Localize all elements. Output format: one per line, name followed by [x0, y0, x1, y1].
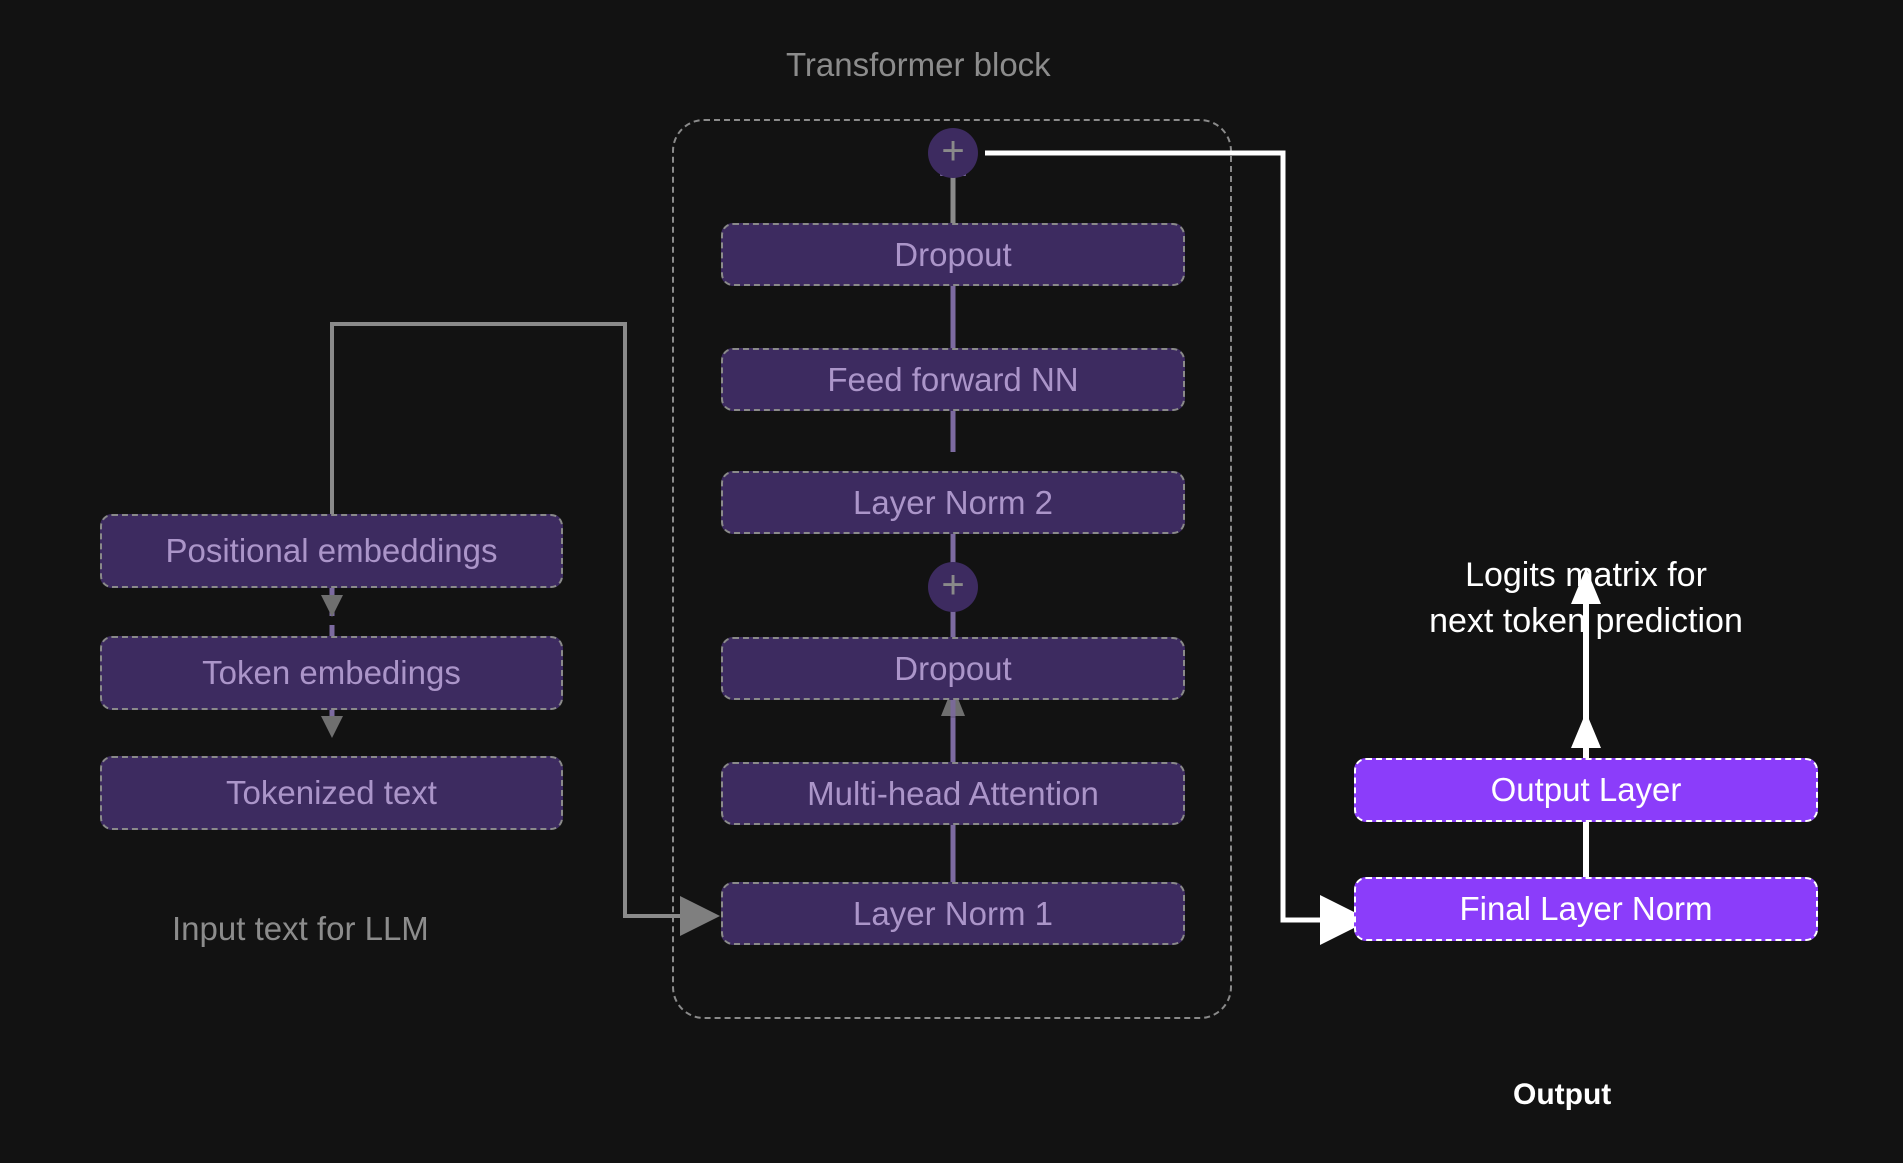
block-feed-forward-nn[interactable]: Feed forward NN — [721, 348, 1185, 411]
wire-transformer-to-final-norm — [985, 150, 1370, 945]
block-final-layer-norm[interactable]: Final Layer Norm — [1354, 877, 1818, 941]
block-output-layer[interactable]: Output Layer — [1354, 758, 1818, 822]
logits-caption: Logits matrix for next token prediction — [1386, 553, 1786, 645]
block-dropout-lower[interactable]: Dropout — [721, 637, 1185, 700]
wire-input-to-transformer — [330, 322, 720, 936]
block-dropout-upper[interactable]: Dropout — [721, 223, 1185, 286]
transformer-block-title: Transformer block — [786, 46, 1051, 83]
wire-outputlayer-to-logits — [1571, 568, 1601, 720]
block-layer-norm-1[interactable]: Layer Norm 1 — [721, 882, 1185, 945]
block-tokenized-text[interactable]: Tokenized text — [100, 756, 563, 830]
block-token-embeddings[interactable]: Token embedings — [100, 636, 563, 710]
transformer-block-container — [672, 119, 1232, 1019]
residual-add-node-mid[interactable]: + — [928, 562, 978, 612]
block-layer-norm-2[interactable]: Layer Norm 2 — [721, 471, 1185, 534]
logits-caption-line1: Logits matrix for — [1465, 556, 1707, 594]
block-multi-head-attention[interactable]: Multi-head Attention — [721, 762, 1185, 825]
input-section-caption: Input text for LLM — [172, 910, 429, 947]
output-section-caption: Output — [1513, 1078, 1612, 1111]
block-positional-embeddings[interactable]: Positional embeddings — [100, 514, 563, 588]
plus-icon: + — [941, 129, 965, 173]
plus-icon: + — [941, 563, 965, 607]
residual-add-node-top[interactable]: + — [928, 128, 978, 178]
logits-caption-line2: next token prediction — [1429, 601, 1743, 640]
